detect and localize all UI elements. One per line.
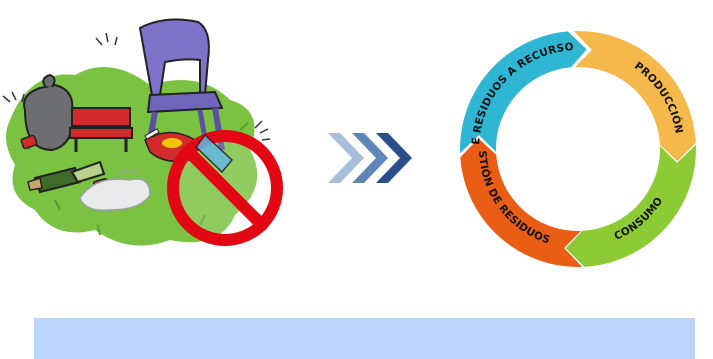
empty-caption-bar (34, 318, 695, 359)
segment-produccion (574, 31, 696, 161)
segment-consumo (566, 145, 696, 267)
triple-chevron-arrow-icon (322, 128, 418, 188)
circular-economy-cycle: DE RESIDUOS A RECURSOS PRODUCCIÓN CONSUM… (438, 8, 713, 288)
segment-label-de-residuos-a-recursos: DE RESIDUOS A RECURSOS (438, 8, 574, 145)
chevron-1 (328, 133, 364, 183)
prohibition-sign-icon (173, 136, 277, 240)
litter-illustration (0, 0, 300, 270)
